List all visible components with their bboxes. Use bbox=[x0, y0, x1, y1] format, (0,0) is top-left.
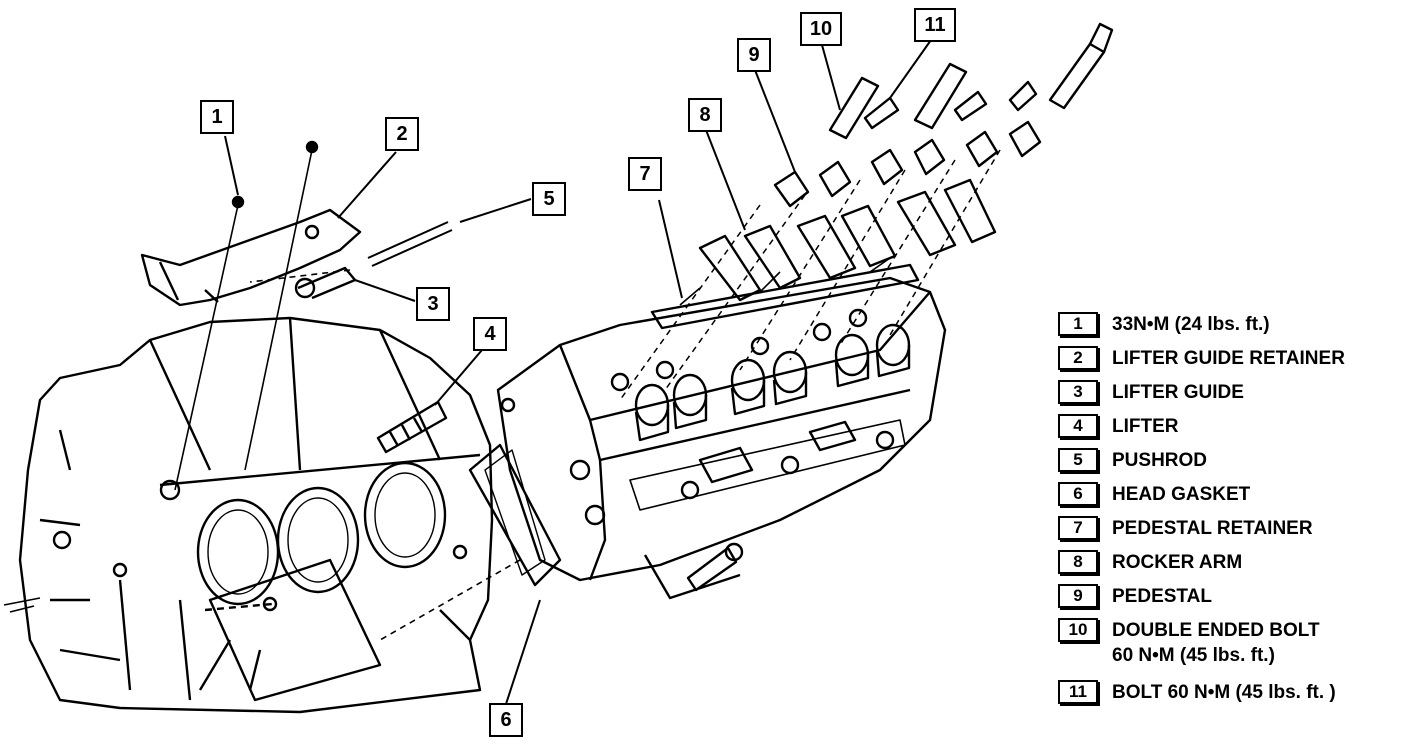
assembly-dashes bbox=[619, 149, 1001, 401]
legend-number: 10 bbox=[1058, 618, 1098, 642]
legend-number: 9 bbox=[1058, 584, 1098, 608]
head-gasket bbox=[204, 443, 562, 702]
lifter bbox=[376, 400, 448, 454]
install-lines bbox=[174, 149, 521, 641]
legend-item: 2 LIFTER GUIDE RETAINER bbox=[1058, 346, 1345, 371]
legend-number: 6 bbox=[1058, 482, 1098, 506]
legend-label: BOLT 60 N•M (45 lbs. ft. ) bbox=[1112, 682, 1336, 703]
callout-2: 2 bbox=[385, 117, 419, 151]
callout-3: 3 bbox=[416, 287, 450, 321]
legend-number: 1 bbox=[1058, 312, 1098, 336]
legend-label: PEDESTAL bbox=[1112, 586, 1212, 607]
legend-number: 7 bbox=[1058, 516, 1098, 540]
callout-1: 1 bbox=[200, 100, 234, 134]
legend-item: 11 BOLT 60 N•M (45 lbs. ft. ) bbox=[1058, 680, 1336, 705]
legend-item: 5 PUSHROD bbox=[1058, 448, 1207, 473]
legend-item: 7 PEDESTAL RETAINER bbox=[1058, 516, 1313, 541]
legend-number: 8 bbox=[1058, 550, 1098, 574]
pedestals bbox=[773, 120, 1042, 208]
bolt-icon bbox=[305, 140, 319, 154]
pedestal-retainer bbox=[650, 257, 920, 330]
legend-item: 3 LIFTER GUIDE bbox=[1058, 380, 1244, 405]
callout-9: 9 bbox=[737, 38, 771, 72]
engine-block bbox=[3, 316, 494, 714]
legend-number: 2 bbox=[1058, 346, 1098, 370]
legend-label: LIFTER GUIDE RETAINER bbox=[1112, 348, 1345, 369]
rocker-arms bbox=[698, 178, 997, 302]
legend-number: 5 bbox=[1058, 448, 1098, 472]
pushrod bbox=[367, 221, 453, 267]
legend-label: 33N•M (24 lbs. ft.) bbox=[1112, 314, 1270, 335]
leader-lines bbox=[224, 39, 932, 705]
legend-label: DOUBLE ENDED BOLT bbox=[1112, 620, 1320, 641]
callout-10: 10 bbox=[800, 12, 842, 46]
lifter-guide-retainer bbox=[140, 208, 362, 307]
callout-7: 7 bbox=[628, 157, 662, 191]
legend-item: 6 HEAD GASKET bbox=[1058, 482, 1250, 507]
legend-number: 3 bbox=[1058, 380, 1098, 404]
legend-number: 11 bbox=[1058, 680, 1098, 704]
callout-4: 4 bbox=[473, 317, 507, 351]
head-bolt bbox=[686, 542, 744, 592]
legend-label: LIFTER GUIDE bbox=[1112, 382, 1244, 403]
legend-label: PUSHROD bbox=[1112, 450, 1208, 471]
legend-number: 4 bbox=[1058, 414, 1098, 438]
legend-item: 8 ROCKER ARM bbox=[1058, 550, 1242, 575]
legend-label: LIFTER bbox=[1112, 416, 1179, 437]
callout-8: 8 bbox=[688, 98, 722, 132]
legend-item: 9 PEDESTAL bbox=[1058, 584, 1212, 609]
legend-item: 4 LIFTER bbox=[1058, 414, 1179, 439]
legend-label-line2: 60 N•M (45 lbs. ft.) bbox=[1112, 645, 1275, 666]
cylinder-head bbox=[496, 276, 947, 600]
bolt-icon bbox=[231, 195, 245, 209]
legend-label: HEAD GASKET bbox=[1112, 484, 1251, 505]
callout-5: 5 bbox=[532, 182, 566, 216]
legend-item: 10 DOUBLE ENDED BOLT 60 N•M (45 lbs. ft.… bbox=[1058, 618, 1320, 668]
callout-11: 11 bbox=[914, 8, 956, 42]
legend-item: 1 33N•M (24 lbs. ft.) bbox=[1058, 312, 1270, 337]
legend-label: ROCKER ARM bbox=[1112, 552, 1243, 573]
legend-label: PEDESTAL RETAINER bbox=[1112, 518, 1313, 539]
callout-6: 6 bbox=[489, 703, 523, 737]
rocker-bolts bbox=[828, 22, 1114, 140]
